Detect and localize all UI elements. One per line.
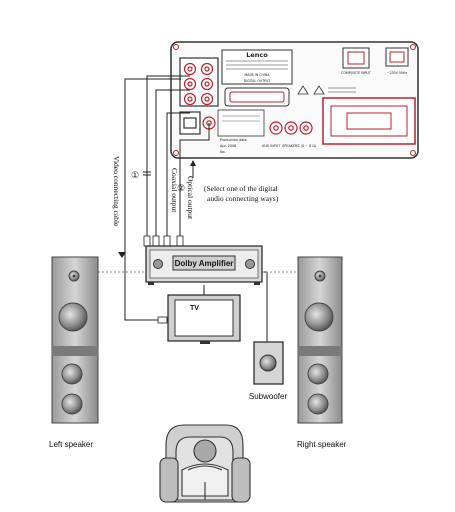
- rca-jacks: [179, 57, 219, 135]
- select-note-line2: audio connecting ways): [207, 194, 279, 203]
- digital-output-label: DIGITAL OUTPUT: [244, 79, 271, 83]
- coaxial-cable: [166, 112, 190, 243]
- right-speaker: [297, 256, 343, 424]
- video-cable: [124, 78, 181, 321]
- marker-2: ②: [177, 183, 185, 193]
- left-speaker: [51, 256, 99, 424]
- subwoofer: Subwoofer: [249, 341, 288, 401]
- warning-icon: [313, 85, 325, 95]
- coaxial-output-label: Coaxial output: [170, 168, 179, 213]
- marker-1: ①: [131, 170, 139, 180]
- production-date-label: Production date: [220, 138, 247, 142]
- optical-cable: [179, 123, 210, 243]
- voltage-label: ~230V 50Hz: [387, 71, 407, 75]
- composite-label: COMPOSITE INPUT: [341, 71, 370, 75]
- aux-label: AUX INPUT: [262, 144, 281, 148]
- tv: TV: [167, 294, 241, 344]
- optical-output-label: Optical output: [186, 176, 195, 220]
- speaker-terminals: [269, 121, 313, 135]
- amplifier-label: Dolby Amplifier: [175, 259, 234, 268]
- tv-label: TV: [190, 305, 199, 312]
- made-in-label: MADE IN CHINA: [245, 73, 271, 77]
- audio-cable-left: [146, 75, 190, 243]
- select-note-line1: (Select one of the digital: [204, 184, 278, 193]
- serial-label: No.: [220, 150, 226, 154]
- brand-label: Lenco: [246, 51, 268, 59]
- video-cable-label: Video connecting cable: [112, 156, 121, 227]
- right-speaker-label: Right speaker: [297, 440, 347, 449]
- cables: [98, 75, 300, 342]
- production-date-value: Apr. 2008: [220, 144, 236, 148]
- speakers-label: SPEAKERS (4 ~ 8 Ω): [282, 144, 317, 148]
- rear-panel: Lenco MADE IN CHINA DIGITAL OUTPUT COMPO…: [170, 41, 419, 159]
- left-speaker-label: Left speaker: [49, 440, 93, 449]
- dolby-amplifier: Dolby Amplifier: [145, 245, 263, 285]
- arrow-up-icon: [190, 160, 196, 166]
- subwoofer-label: Subwoofer: [249, 392, 288, 401]
- warning-icon: [297, 85, 309, 95]
- arrow-down-icon: [118, 252, 126, 258]
- audio-cable-right: [155, 89, 190, 243]
- armchair-icon: [159, 424, 251, 503]
